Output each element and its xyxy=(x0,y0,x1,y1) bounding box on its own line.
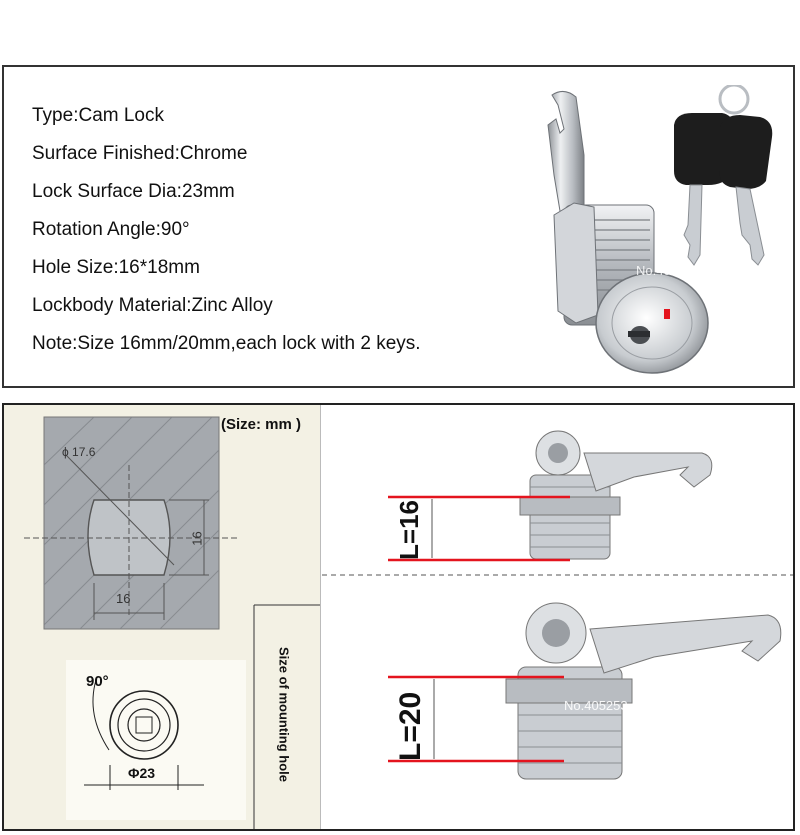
spec-rotation: Rotation Angle:90° xyxy=(32,219,190,240)
angle-label: 90° xyxy=(86,673,109,690)
spec-diameter: Lock Surface Dia:23mm xyxy=(32,181,235,202)
spec-surface: Surface Finished:Chrome xyxy=(32,143,248,164)
cam-arm xyxy=(547,91,585,236)
length-20-label: L=20 xyxy=(394,691,427,761)
lock-20 xyxy=(505,602,782,780)
watermark-top: No.405253 xyxy=(636,263,700,278)
hole-drawing xyxy=(24,416,320,829)
spec-panel: Type:Cam Lock Surface Finished:Chrome Lo… xyxy=(2,65,795,388)
face-diameter-label: Φ23 xyxy=(128,765,156,781)
technical-drawing: (Size: mm ) ϕ 17.6 16 16 90° Φ23 Size of… xyxy=(4,405,321,829)
lock-16 xyxy=(519,430,713,560)
lock-face xyxy=(595,272,709,374)
dimension-panel: (Size: mm ) ϕ 17.6 16 16 90° Φ23 Size of… xyxy=(2,403,795,831)
spec-type: Type:Cam Lock xyxy=(32,105,164,126)
spec-hole-size: Hole Size:16*18mm xyxy=(32,257,200,278)
spec-list: Type:Cam Lock Surface Finished:Chrome Lo… xyxy=(32,97,421,363)
keys xyxy=(674,85,773,266)
hex-nut xyxy=(553,202,599,324)
length-16-label: L=16 xyxy=(394,500,424,560)
dimension-graphics: No.405253 xyxy=(322,430,793,780)
watermark-bottom: No.405253 xyxy=(564,698,628,713)
diameter-label: ϕ 17.6 xyxy=(62,445,96,459)
cam-lock-photo: No.405253 xyxy=(547,85,773,374)
size-unit-label: (Size: mm ) xyxy=(221,416,302,433)
spec-material: Lockbody Material:Zinc Alloy xyxy=(32,295,273,316)
spec-note: Note:Size 16mm/20mm,each lock with 2 key… xyxy=(32,333,421,354)
hole-width-label: 16 xyxy=(116,591,131,606)
